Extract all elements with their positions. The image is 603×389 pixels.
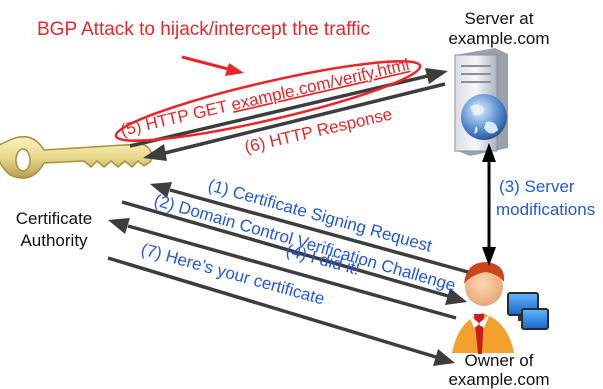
ca-label-line2: Authority [20,231,88,250]
arrow-4-i-did-it [108,218,457,320]
diagram-title: BGP Attack to hijack/intercept the traff… [37,19,370,40]
message-3-line2: modifications [496,200,595,219]
server-label-line2: example.com [448,29,549,48]
owner-person-icon [452,262,549,354]
arrow-7-certificate [107,256,455,366]
globe-icon [461,94,507,140]
owner-label-line2: example.com [448,370,549,389]
attack-pointer-arrow [181,55,244,76]
interception-ellipse [114,60,422,142]
arrow-6-http-response [143,82,446,161]
owner-label-line1: Owner of [465,351,534,370]
message-6-label: (6) HTTP Response [243,104,394,156]
arrow-2-dcv-challenge [121,200,467,305]
key-icon [0,135,153,179]
server-label-line1: Server at [465,9,534,28]
ca-label-line1: Certificate [16,209,93,228]
message-3-line1: (3) Server [499,177,575,196]
arrow-3-server-modifications [482,143,496,266]
arrow-1-csr [150,182,469,274]
